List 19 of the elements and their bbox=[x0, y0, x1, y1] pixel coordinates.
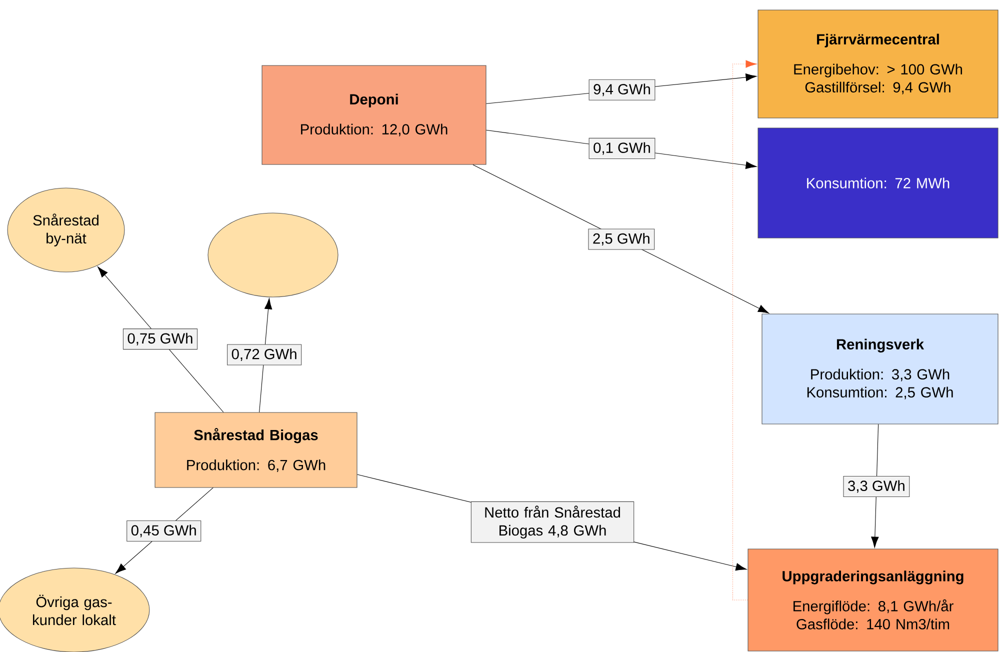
edge-label: 9,4 GWh bbox=[588, 79, 656, 100]
facility-box: Snårestad Biogas Produktion: 6,7 GWh bbox=[154, 412, 358, 488]
facility-box: Konsumtion: 72 MWh bbox=[758, 128, 998, 238]
facility-box: Deponi Produktion: 12,0 GWh bbox=[262, 65, 486, 165]
edge-label: Netto från Snårestad Biogas 4,8 GWh bbox=[470, 501, 634, 543]
edge-label: 0,72 GWh bbox=[227, 344, 302, 366]
edge-label: 0,1 GWh bbox=[588, 138, 656, 159]
consumer-ellipse bbox=[208, 212, 338, 298]
edge-label: 3,3 GWh bbox=[843, 476, 910, 498]
arrow bbox=[732, 60, 757, 600]
arrow bbox=[259, 298, 272, 413]
edge-label: 0,45 GWh bbox=[126, 520, 202, 542]
edge-label: 0,75 GWh bbox=[122, 328, 198, 350]
edge-label: 2,5 GWh bbox=[588, 228, 655, 250]
facility-box: Reningsverk Produktion: 3,3 GWh Konsumtion: 2,5 GWh bbox=[762, 314, 998, 424]
facility-box: Fjärrvärmecentral Energibehov: > 100 GWh Gastillförsel: 9,4 GWh bbox=[758, 10, 998, 118]
arrow bbox=[871, 424, 879, 548]
arrow bbox=[98, 266, 224, 413]
facility-box: Uppgraderingsanläggning Energiflöde: 8,1 GWh/år Gasflöde: 140 Nm3/tim bbox=[748, 548, 998, 652]
